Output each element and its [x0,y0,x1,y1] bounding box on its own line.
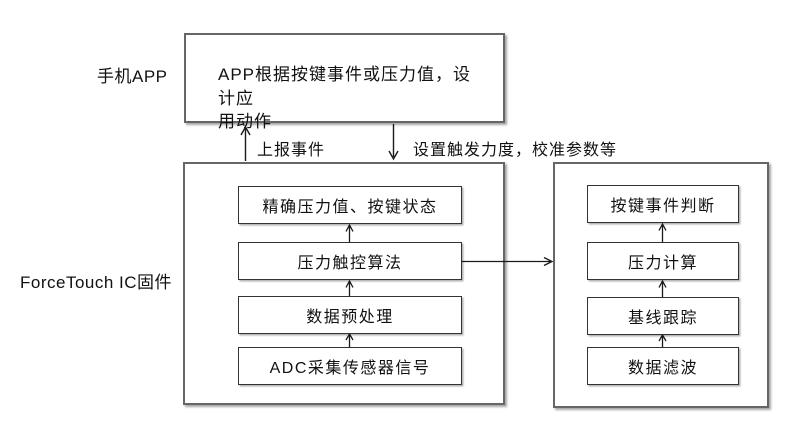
box-data-filtering: 数据滤波 [587,347,739,385]
app-action-box-line2: 用动作 [218,112,272,131]
up-arrow-icon [343,332,356,348]
box-baseline-tracking-label: 基线跟踪 [627,310,698,327]
set-trigger-label: 设置触发力度，校准参数等 [413,142,618,159]
box-pressure-calculation: 压力计算 [587,242,739,280]
box-data-preprocessing-label: 数据预处理 [306,309,394,326]
box-key-event-judgement: 按键事件判断 [587,185,739,223]
phone-app-label: 手机APP [97,67,168,86]
right-arrow-icon [462,255,554,268]
up-arrow-icon [239,125,252,162]
box-precise-pressure-state-label: 精确压力值、按键状态 [262,199,438,216]
box-pressure-calculation-label: 压力计算 [627,255,698,272]
box-key-event-judgement-label: 按键事件判断 [610,198,716,215]
app-action-box-line1: APP根据按键事件或压力值，设计应 [218,65,472,108]
box-precise-pressure-state: 精确压力值、按键状态 [238,186,462,224]
app-action-box: APP根据按键事件或压力值，设计应 用动作 [184,33,505,131]
up-arrow-icon [656,222,669,243]
up-arrow-icon [343,223,356,243]
box-pressure-touch-algorithm: 压力触控算法 [238,242,462,280]
box-pressure-touch-algorithm-label: 压力触控算法 [297,255,403,272]
box-baseline-tracking: 基线跟踪 [587,297,739,335]
down-arrow-icon [387,123,400,161]
up-arrow-icon [656,279,669,298]
up-arrow-icon [343,279,356,297]
box-data-preprocessing: 数据预处理 [238,296,462,334]
box-data-filtering-label: 数据滤波 [627,360,698,377]
box-adc-sensor-capture: ADC采集传感器信号 [238,347,462,385]
report-event-label: 上报事件 [257,142,326,159]
box-adc-sensor-capture-label: ADC采集传感器信号 [269,360,431,377]
firmware-label: ForceTouch IC固件 [20,273,173,292]
up-arrow-icon [656,333,669,348]
